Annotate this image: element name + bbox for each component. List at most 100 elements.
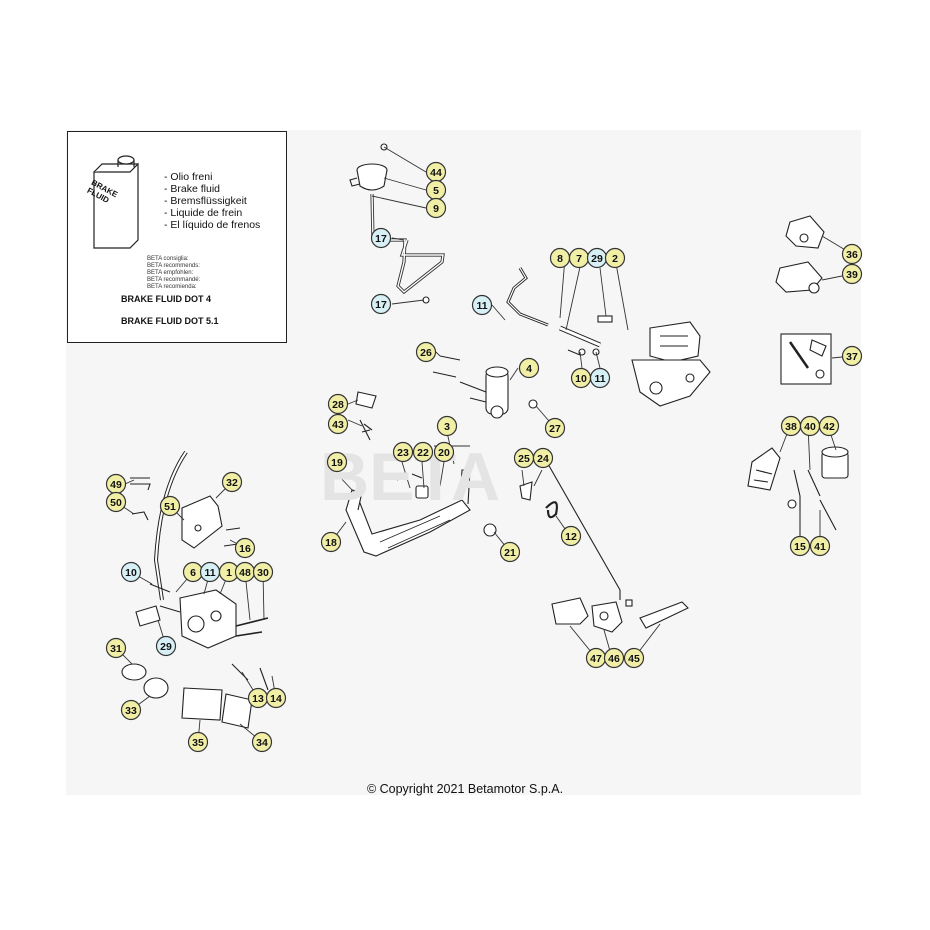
callout-bubble — [105, 637, 127, 659]
callout-bubble — [327, 413, 349, 435]
callout-29: 29 — [155, 635, 177, 657]
callout-bubble — [120, 699, 142, 721]
callout-31: 31 — [105, 637, 127, 659]
callout-bubble — [841, 345, 863, 367]
callout-5: 5 — [425, 179, 447, 201]
callout-32: 32 — [221, 471, 243, 493]
callout-number: 51 — [164, 501, 176, 513]
callout-bubble — [499, 541, 521, 563]
callout-11: 11 — [589, 367, 611, 389]
callout-number: 1 — [226, 567, 232, 579]
callout-39: 39 — [841, 263, 863, 285]
fluid-name-fr: - Liquide de frein — [164, 207, 243, 219]
callout-30: 30 — [252, 561, 274, 583]
callout-number: 14 — [270, 693, 282, 705]
callout-8: 8 — [549, 247, 571, 269]
callout-2: 2 — [604, 247, 626, 269]
recommendation-de: BETA empfohlen: — [147, 270, 194, 276]
front-caliper-group — [121, 450, 269, 729]
callout-bubble — [234, 537, 256, 559]
callout-bubble — [425, 197, 447, 219]
callout-17: 17 — [370, 227, 392, 249]
callout-23: 23 — [392, 441, 414, 463]
callout-11: 11 — [199, 561, 221, 583]
callout-number: 4 — [526, 363, 532, 375]
master-cylinder-part — [432, 355, 538, 419]
callout-25: 25 — [513, 447, 535, 469]
callout-number: 23 — [397, 447, 409, 459]
callout-7: 7 — [568, 247, 590, 269]
callout-bubble — [392, 441, 414, 463]
callout-34: 34 — [251, 731, 273, 753]
callout-number: 29 — [160, 641, 172, 653]
callout-bubble — [818, 415, 840, 437]
callout-bubble — [544, 417, 566, 439]
callout-number: 19 — [331, 457, 343, 469]
callout-number: 17 — [375, 233, 387, 245]
callout-number: 47 — [590, 653, 602, 665]
callout-number: 48 — [239, 567, 251, 579]
spec-dot4: BRAKE FLUID DOT 4 — [121, 294, 211, 304]
callout-number: 20 — [438, 447, 450, 459]
callout-bubble — [105, 491, 127, 513]
callout-37: 37 — [841, 345, 863, 367]
callout-44: 44 — [425, 161, 447, 183]
fluid-name-en: - Brake fluid — [164, 183, 221, 195]
callout-number: 10 — [125, 567, 137, 579]
callout-number: 50 — [110, 497, 122, 509]
callout-45: 45 — [623, 647, 645, 669]
callout-number: 49 — [110, 479, 122, 491]
callout-bubble — [370, 293, 392, 315]
callout-bubble — [320, 531, 342, 553]
callout-35: 35 — [187, 731, 209, 753]
callout-15: 15 — [789, 535, 811, 557]
callout-bubble — [187, 731, 209, 753]
callout-bubble — [560, 525, 582, 547]
callout-bubble — [518, 357, 540, 379]
callout-number: 30 — [257, 567, 269, 579]
callout-number: 10 — [575, 373, 587, 385]
callout-bubble — [370, 227, 392, 249]
callout-number: 40 — [804, 421, 816, 433]
callout-4: 4 — [518, 357, 540, 379]
callout-36: 36 — [841, 243, 863, 265]
callout-number: 24 — [537, 453, 549, 465]
callout-bubble — [415, 341, 437, 363]
callout-number: 22 — [417, 447, 429, 459]
callout-number: 46 — [608, 653, 620, 665]
callout-17: 17 — [370, 293, 392, 315]
fluid-name-es: - El líquido de frenos — [164, 219, 261, 231]
callout-16: 16 — [234, 537, 256, 559]
callout-bubble — [589, 367, 611, 389]
callout-29: 29 — [586, 247, 608, 269]
callout-number: 13 — [252, 693, 264, 705]
brake-pedal-part — [345, 391, 558, 557]
callout-number: 38 — [785, 421, 797, 433]
callout-47: 47 — [585, 647, 607, 669]
callout-number: 26 — [420, 347, 432, 359]
callout-number: 45 — [628, 653, 640, 665]
callout-12: 12 — [560, 525, 582, 547]
callout-number: 15 — [794, 541, 806, 553]
recommendation-en: BETA recommends: — [147, 263, 200, 269]
callout-number: 17 — [375, 299, 387, 311]
callout-bubble — [159, 495, 181, 517]
callout-48: 48 — [234, 561, 256, 583]
callout-bubble — [251, 731, 273, 753]
callout-number: 29 — [591, 253, 603, 265]
callout-bubble — [436, 415, 458, 437]
callout-number: 6 — [190, 567, 196, 579]
spec-dot51: BRAKE FLUID DOT 5.1 — [121, 316, 219, 326]
callout-11: 11 — [471, 294, 493, 316]
callout-number: 36 — [846, 249, 858, 261]
callout-bubble — [809, 535, 831, 557]
callout-20: 20 — [433, 441, 455, 463]
callout-bubble — [789, 535, 811, 557]
callout-19: 19 — [326, 451, 348, 473]
callout-number: 44 — [430, 167, 442, 179]
callout-number: 28 — [332, 399, 344, 411]
callout-number: 42 — [823, 421, 835, 433]
callout-bubble — [532, 447, 554, 469]
callout-bubble — [603, 647, 625, 669]
